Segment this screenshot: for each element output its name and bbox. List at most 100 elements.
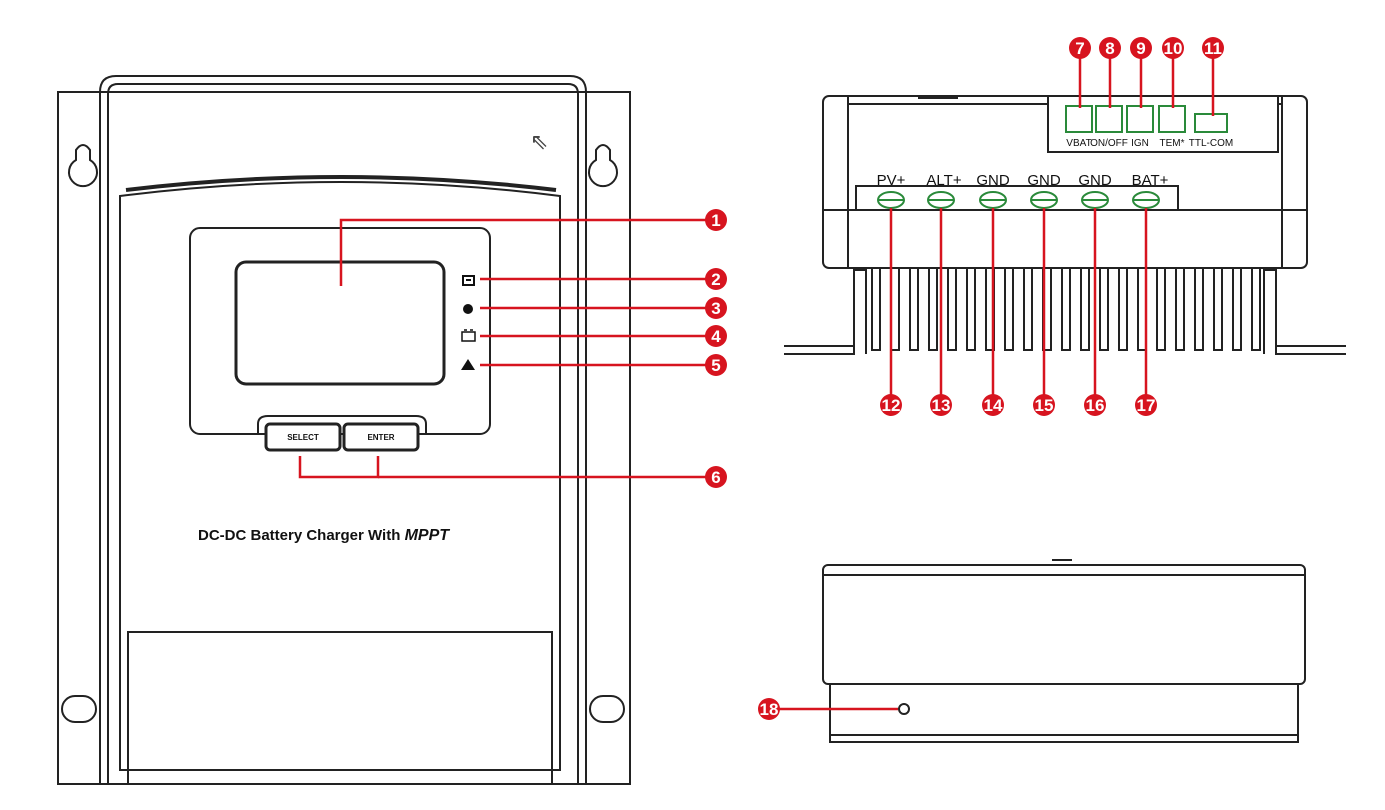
terminal-gnd-1 (979, 191, 1007, 209)
heatsink-fin (1175, 267, 1185, 351)
heatsink-fin (1118, 267, 1128, 351)
callout-1: 1 (705, 209, 727, 231)
tem-port (1158, 105, 1186, 133)
side-port-hole (898, 703, 910, 715)
left-flange (784, 269, 867, 355)
charger-body (99, 75, 587, 785)
terminal-gnd-2 (1030, 191, 1058, 209)
svg-text:5: 5 (711, 356, 720, 375)
heatsink-fin (1194, 267, 1204, 351)
heatsink-fin (1023, 267, 1033, 351)
svg-text:11: 11 (1204, 39, 1222, 58)
bat-label: BAT+ (1132, 172, 1169, 189)
heatsink-fin (1156, 267, 1166, 351)
panel-top-rim (125, 175, 557, 192)
callout-12: 12 (880, 394, 902, 416)
keyhole-slot-right (588, 144, 618, 188)
callout-3: 3 (705, 297, 727, 319)
svg-text:12: 12 (882, 396, 901, 415)
vbat-label: VBAT (1066, 138, 1091, 149)
ign-label: IGN (1131, 138, 1149, 149)
heatsink-fin (1232, 267, 1242, 351)
callout-18: 18 (758, 698, 780, 720)
top-callouts: 7 8 9 10 11 12 13 14 15 16 17 (880, 37, 1224, 416)
terminal-gnd-3 (1081, 191, 1109, 209)
side-heatsink (829, 683, 1299, 743)
callout-4: 4 (705, 325, 727, 347)
callout-14: 14 (982, 394, 1004, 416)
heatsink-fin (947, 267, 957, 351)
svg-text:1: 1 (711, 211, 720, 230)
tem-label: TEM* (1160, 138, 1185, 149)
callout-17: 17 (1135, 394, 1157, 416)
svg-text:16: 16 (1086, 396, 1105, 415)
front-view (57, 75, 631, 785)
front-panel (119, 181, 561, 771)
svg-text:8: 8 (1105, 39, 1114, 58)
svg-text:15: 15 (1035, 396, 1054, 415)
callout-7: 7 (1069, 37, 1091, 59)
heatsink-fin (966, 267, 976, 351)
svg-text:14: 14 (984, 396, 1003, 415)
heatsink-fin (1061, 267, 1071, 351)
svg-text:2: 2 (711, 270, 720, 289)
terminal-pv (877, 191, 905, 209)
keyhole-slot-left (68, 144, 98, 188)
svg-text:13: 13 (932, 396, 951, 415)
port-connectors (1065, 105, 1228, 133)
gnd-label-2: GND (1027, 172, 1061, 189)
ttl-com-label: TTL-COM (1189, 138, 1233, 149)
svg-text:4: 4 (711, 327, 721, 346)
gnd-label-3: GND (1078, 172, 1112, 189)
charging-dot-icon (463, 304, 473, 314)
svg-text:6: 6 (711, 468, 720, 487)
svg-text:18: 18 (760, 700, 779, 719)
heatsink-fins (871, 267, 1261, 351)
pv-label: PV+ (877, 172, 906, 189)
ign-port (1126, 105, 1154, 133)
enter-button-label: ENTER (367, 433, 394, 442)
svg-text:7: 7 (1075, 39, 1084, 58)
callout-8: 8 (1099, 37, 1121, 59)
callout-13: 13 (930, 394, 952, 416)
battery-icon (461, 329, 476, 342)
mouse-pointer-icon: ⇖ (530, 130, 549, 155)
body-inner-edge (107, 83, 579, 784)
callout-5: 5 (705, 354, 727, 376)
right-flange (1263, 269, 1346, 355)
front-leader-lines (298, 218, 708, 479)
select-button-label: SELECT (287, 433, 319, 442)
select-button[interactable]: SELECT (264, 422, 342, 452)
enter-button[interactable]: ENTER (342, 422, 420, 452)
top-view (784, 95, 1346, 355)
heatsink-fin (1251, 267, 1261, 351)
port-labels: VBAT ON/OFF IGN TEM* TTL-COM (1066, 138, 1233, 149)
button-tray (257, 415, 427, 434)
onoff-port (1095, 105, 1123, 133)
svg-text:10: 10 (1164, 39, 1183, 58)
terminal-strip (855, 185, 1179, 211)
terminal-alt (927, 191, 955, 209)
heatsink-fin (1213, 267, 1223, 351)
alt-label: ALT+ (926, 172, 961, 189)
top-leader-lines (889, 58, 1215, 396)
product-title: DC-DC Battery Charger With MPPT (198, 527, 450, 544)
side-body (822, 564, 1306, 685)
front-callouts: 1 2 3 4 5 6 (705, 209, 727, 488)
terminal-cover (127, 631, 553, 785)
mount-slot-left (61, 695, 97, 723)
vbat-port (1065, 105, 1093, 133)
gnd-label-1: GND (976, 172, 1010, 189)
callout-9: 9 (1130, 37, 1152, 59)
warning-icon (461, 359, 475, 370)
callout-2: 2 (705, 268, 727, 290)
callout-6: 6 (705, 466, 727, 488)
callout-16: 16 (1084, 394, 1106, 416)
svg-text:9: 9 (1136, 39, 1145, 58)
heatsink-fin (1099, 267, 1109, 351)
mount-slot-right (589, 695, 625, 723)
heatsink-fin (1004, 267, 1014, 351)
ttl-com-port (1194, 113, 1228, 133)
heatsink-fin (1080, 267, 1090, 351)
terminal-bat (1132, 191, 1160, 209)
